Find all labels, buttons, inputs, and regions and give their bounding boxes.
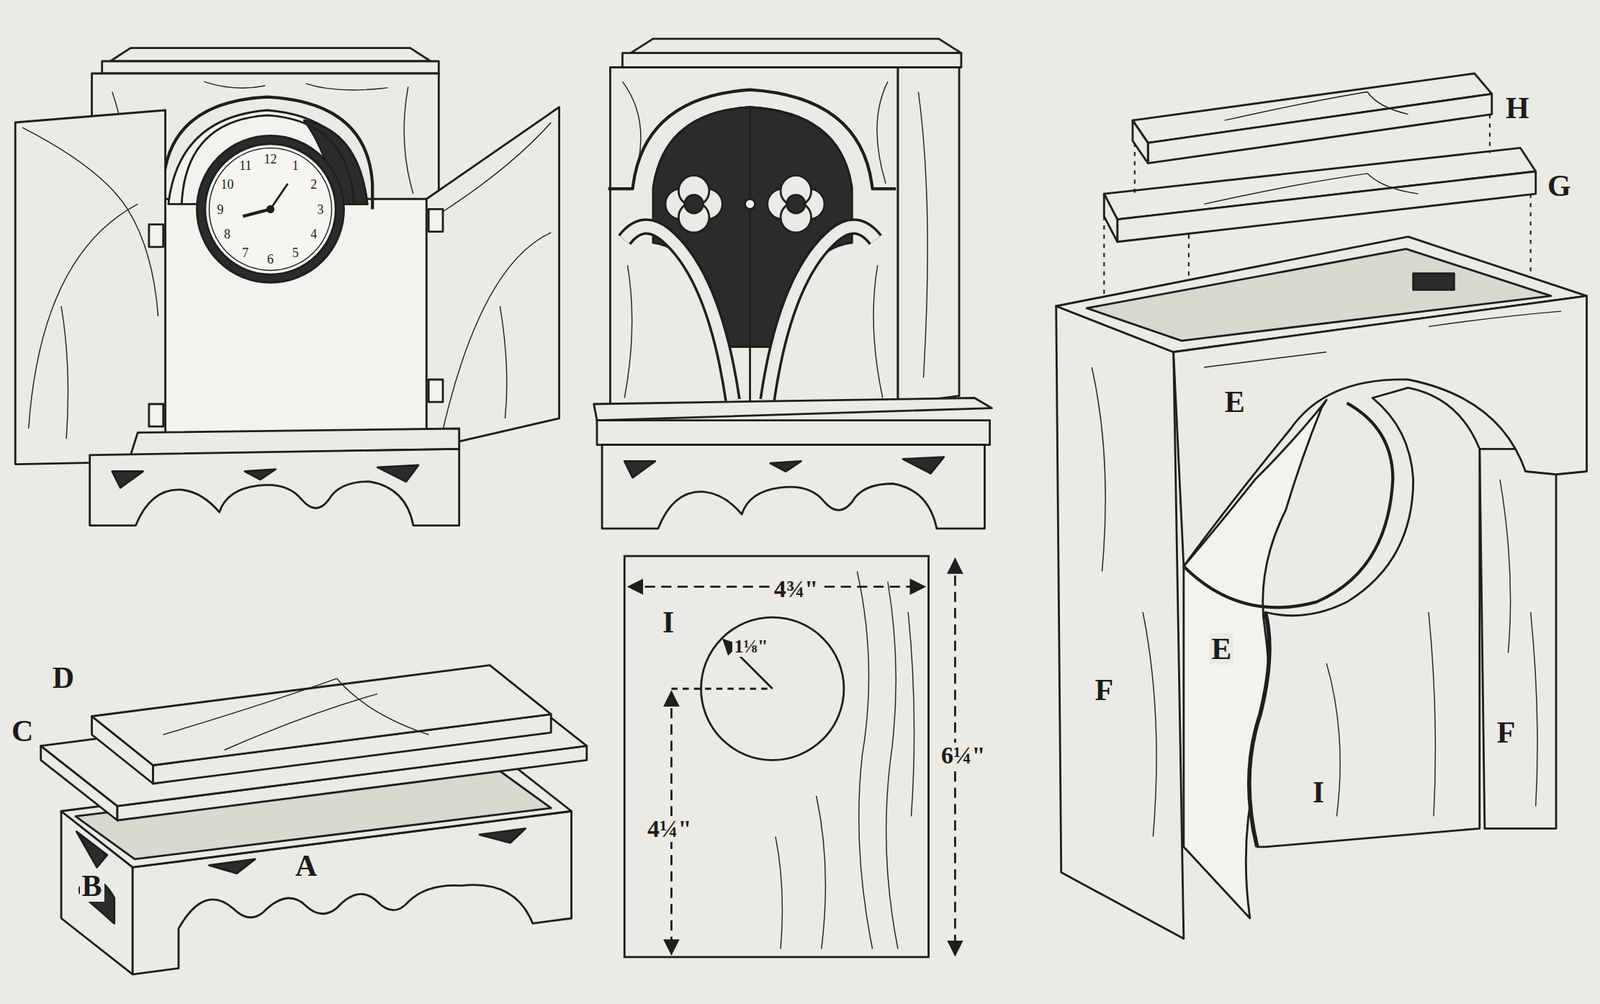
closed-clock-case-part-part [744,198,755,209]
case-exploded-part [1499,479,1538,806]
closed-clock-case-part [630,38,962,54]
open-clock-case-part [149,403,164,427]
clock-numeral: 1 [292,159,299,173]
part-letter: E [1209,632,1234,665]
open-clock-case [15,48,559,526]
closed-clock-case-part-part [787,195,806,214]
open-clock-case-part [90,448,460,525]
clock-numeral: 12 [264,152,278,166]
part-letter: C [9,715,36,747]
part-letter: F [1092,673,1116,706]
clock-numeral: 11 [239,159,252,173]
open-clock-case-part [102,61,440,74]
closed-clock-case-part [596,420,991,446]
board-i-drawing [624,555,955,957]
closed-clock-case-part [594,398,993,421]
clock-numeral: 9 [217,203,224,217]
open-clock-case-part [112,465,419,488]
closed-clock-case-part [622,53,961,68]
part-letter: B [79,869,105,902]
part-letter: I [1310,776,1327,808]
case-exploded-part [1173,295,1588,566]
closed-clock-case-part [624,226,733,401]
closed-clock-case-part-part [684,195,704,214]
case-exploded-part [1132,120,1148,164]
case-exploded-part [1117,171,1536,242]
open-clock-case-part [149,224,164,247]
case-exploded-part [1326,612,1436,816]
open-clock-case-part [438,122,551,439]
open-clock-case-part [209,147,332,271]
base-exploded-part [163,678,429,750]
open-clock-case-part [428,379,443,402]
clock-numeral: 6 [267,252,274,266]
case-exploded-part [1203,311,1562,368]
closed-clock-case-part [653,107,852,348]
case-exploded-part-part [1103,216,1105,307]
part-letter: F [1494,716,1518,749]
part-letter: H [1503,92,1532,124]
case-exploded-part [1224,92,1409,121]
open-clock-case-part [110,48,431,62]
dimension-label: 4¼" [645,815,694,842]
open-clock-case-part [22,127,158,439]
closed-clock-case [594,38,993,529]
dimension-label: 6¼" [938,742,988,769]
closed-clock-case-part [748,108,752,404]
clock-numeral: 3 [316,203,324,217]
open-clock-case-part [205,144,336,275]
case-exploded-part-part [1489,114,1491,154]
open-clock-case-part [428,208,443,232]
part-letter: A [293,849,319,882]
open-clock-case-part [426,107,559,450]
case-exploded [1056,73,1588,939]
case-exploded-part-part [1134,142,1136,194]
closed-clock-case-part [601,445,985,529]
open-clock-case-part [267,205,274,213]
base-exploded-part [92,665,552,766]
closed-clock-case-part [624,457,945,478]
case-exploded-part [1479,448,1557,829]
clock-numeral: 10 [220,177,234,191]
case-exploded-part [1203,173,1419,205]
closed-clock-case-part [624,226,733,401]
clock-numeral: 4 [310,227,317,241]
part-letter: E [1222,385,1248,418]
case-exploded-part [1056,306,1184,939]
open-clock-case-part [242,208,271,217]
part-letter: G [1545,169,1574,202]
open-clock-case-part [196,135,344,283]
clock-numeral: 5 [292,246,299,260]
board-i-drawing-part [671,687,772,690]
base-exploded [41,665,587,975]
clock-numeral: 8 [223,227,231,241]
part-letter: I [660,606,677,638]
case-exploded-part [1249,387,1480,847]
dimension-label: 4¾" [771,576,821,602]
closed-clock-case-part [767,226,876,401]
clock-numeral: 7 [241,246,249,260]
closed-clock-case-part [608,90,897,189]
closed-clock-case-part [653,107,852,189]
open-clock-case-part [15,110,165,465]
case-exploded-part [1091,367,1157,837]
case-exploded-part [1249,612,1270,847]
dimension-label: 1⅛" [732,636,771,657]
closed-clock-case-part [665,175,825,233]
base-exploded-part [76,828,526,924]
open-clock-case-part [270,183,289,209]
closed-clock-case-part [767,226,876,401]
closed-clock-case-part [897,67,960,405]
board-i-drawing-part [624,555,929,957]
case-exploded-part [1413,273,1455,291]
clock-numeral: 2 [310,177,317,191]
part-letter: D [50,661,77,694]
case-exploded-part [1147,93,1492,163]
closed-clock-case-part [609,67,898,405]
case-exploded-part [1103,193,1117,242]
